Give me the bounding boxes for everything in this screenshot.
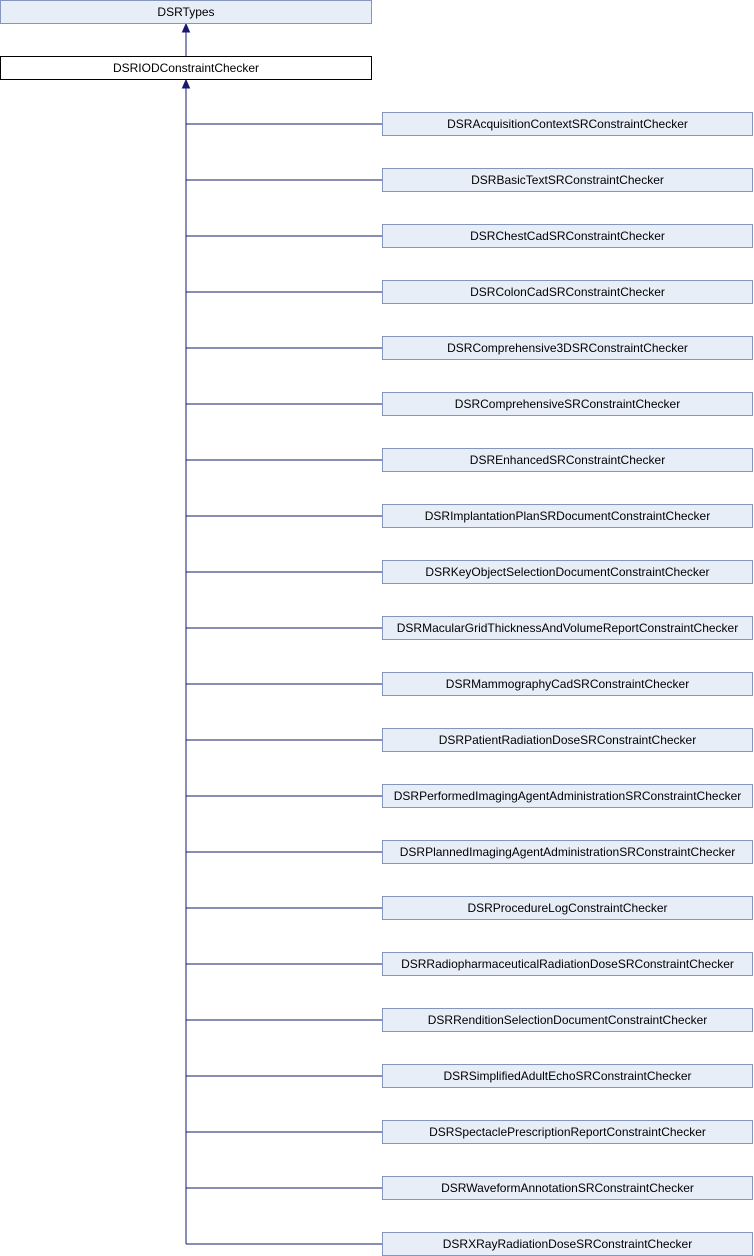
node-derived-box	[382, 1120, 753, 1144]
node-derived[interactable]: DSRMacularGridThicknessAndVolumeReportCo…	[382, 616, 753, 640]
node-derived-label: DSRProcedureLogConstraintChecker	[467, 901, 667, 915]
node-derived-label: DSRAcquisitionContextSRConstraintChecker	[447, 117, 688, 131]
node-derived-box	[382, 224, 753, 248]
node-current-box	[0, 56, 372, 80]
node-derived-box	[382, 168, 753, 192]
node-derived-box	[382, 1064, 753, 1088]
node-derived-label: DSRSpectaclePrescriptionReportConstraint…	[429, 1125, 706, 1139]
node-derived-label: DSRRadiopharmaceuticalRadiationDoseSRCon…	[401, 957, 734, 971]
node-derived-label: DSRPatientRadiationDoseSRConstraintCheck…	[439, 733, 696, 747]
node-derived-label: DSRMammographyCadSRConstraintChecker	[446, 677, 689, 691]
node-derived[interactable]: DSRWaveformAnnotationSRConstraintChecker	[382, 1176, 753, 1200]
node-derived-box	[382, 1176, 753, 1200]
node-derived[interactable]: DSREnhancedSRConstraintChecker	[382, 448, 753, 472]
node-derived-box	[382, 280, 753, 304]
node-derived[interactable]: DSRKeyObjectSelectionDocumentConstraintC…	[382, 560, 753, 584]
node-derived-label: DSRBasicTextSRConstraintChecker	[471, 173, 664, 187]
node-derived[interactable]: DSRRadiopharmaceuticalRadiationDoseSRCon…	[382, 952, 753, 976]
arrowhead-base	[181, 22, 191, 33]
node-derived-label: DSREnhancedSRConstraintChecker	[470, 453, 665, 467]
node-derived[interactable]: DSRMammographyCadSRConstraintChecker	[382, 672, 753, 696]
node-base-label: DSRTypes	[157, 5, 214, 19]
node-derived-label: DSRComprehensive3DSRConstraintChecker	[447, 341, 688, 355]
node-derived[interactable]: DSRComprehensive3DSRConstraintChecker	[382, 336, 753, 360]
node-derived-box	[382, 336, 753, 360]
node-derived[interactable]: DSRPerformedImagingAgentAdministrationSR…	[382, 784, 753, 808]
node-derived-box	[382, 560, 753, 584]
node-derived-label: DSRImplantationPlanSRDocumentConstraintC…	[425, 509, 710, 523]
node-derived[interactable]: DSRComprehensiveSRConstraintChecker	[382, 392, 753, 416]
arrowhead-current	[181, 78, 191, 89]
node-derived-label: DSRColonCadSRConstraintChecker	[470, 285, 665, 299]
node-derived-box	[382, 672, 753, 696]
node-derived-box	[382, 896, 753, 920]
node-derived-label: DSRKeyObjectSelectionDocumentConstraintC…	[425, 565, 709, 579]
node-derived[interactable]: DSRPlannedImagingAgentAdministrationSRCo…	[382, 840, 753, 864]
node-derived-label: DSRWaveformAnnotationSRConstraintChecker	[441, 1181, 694, 1195]
node-derived[interactable]: DSRProcedureLogConstraintChecker	[382, 896, 753, 920]
node-derived[interactable]: DSRSpectaclePrescriptionReportConstraint…	[382, 1120, 753, 1144]
node-derived[interactable]: DSRPatientRadiationDoseSRConstraintCheck…	[382, 728, 753, 752]
node-derived-box	[382, 616, 753, 640]
node-derived-box	[382, 392, 753, 416]
node-derived-box	[382, 504, 753, 528]
node-derived-label: DSRMacularGridThicknessAndVolumeReportCo…	[397, 621, 738, 635]
node-derived[interactable]: DSRBasicTextSRConstraintChecker	[382, 168, 753, 192]
node-derived[interactable]: DSRChestCadSRConstraintChecker	[382, 224, 753, 248]
node-derived-label: DSRSimplifiedAdultEchoSRConstraintChecke…	[443, 1069, 691, 1083]
node-derived-label: DSRChestCadSRConstraintChecker	[470, 229, 665, 243]
node-derived[interactable]: DSRSimplifiedAdultEchoSRConstraintChecke…	[382, 1064, 753, 1088]
node-base-box	[0, 0, 372, 24]
node-derived[interactable]: DSRImplantationPlanSRDocumentConstraintC…	[382, 504, 753, 528]
node-derived-box	[382, 1008, 753, 1032]
node-derived[interactable]: DSRXRayRadiationDoseSRConstraintChecker	[382, 1232, 753, 1256]
node-derived[interactable]: DSRColonCadSRConstraintChecker	[382, 280, 753, 304]
node-base[interactable]: DSRTypes	[0, 0, 372, 24]
node-derived-box	[382, 784, 753, 808]
node-derived-box	[382, 840, 753, 864]
node-derived-box	[382, 952, 753, 976]
node-derived[interactable]: DSRAcquisitionContextSRConstraintChecker	[382, 112, 753, 136]
node-derived-box	[382, 728, 753, 752]
node-derived-label: DSRXRayRadiationDoseSRConstraintChecker	[443, 1237, 692, 1251]
derived-class-nodes: DSRAcquisitionContextSRConstraintChecker…	[382, 112, 753, 1256]
node-derived-label: DSRRenditionSelectionDocumentConstraintC…	[428, 1013, 707, 1027]
node-derived[interactable]: DSRRenditionSelectionDocumentConstraintC…	[382, 1008, 753, 1032]
node-derived-label: DSRPlannedImagingAgentAdministrationSRCo…	[400, 845, 736, 859]
node-current-label: DSRIODConstraintChecker	[113, 61, 259, 75]
node-derived-label: DSRPerformedImagingAgentAdministrationSR…	[394, 789, 741, 803]
node-derived-label: DSRComprehensiveSRConstraintChecker	[455, 397, 680, 411]
node-derived-box	[382, 448, 753, 472]
node-derived-box	[382, 112, 753, 136]
inheritance-edges	[181, 22, 383, 1245]
node-current[interactable]: DSRIODConstraintChecker	[0, 56, 372, 80]
